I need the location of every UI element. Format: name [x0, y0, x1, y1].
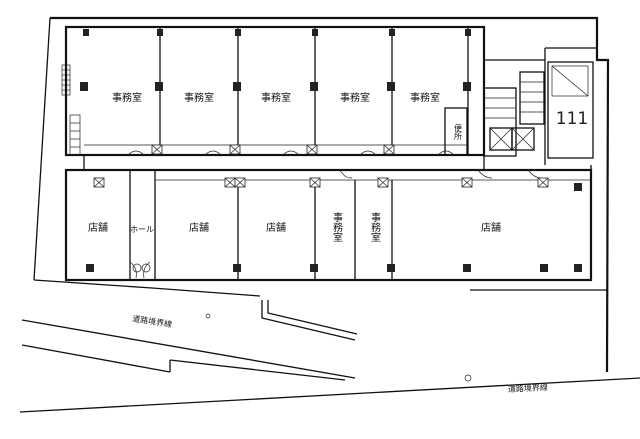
ramp-and-road: [19, 300, 640, 413]
column-x-boxes: [93, 144, 549, 188]
road-boundary-label-1: 道路境界線: [132, 313, 173, 329]
shop-label-4: 店舗: [481, 221, 501, 234]
office-label-7: 事務室: [369, 211, 381, 242]
unit-number: 111: [556, 109, 588, 129]
office-label-1: 事務室: [112, 91, 142, 104]
office-label-4: 事務室: [340, 91, 370, 104]
structural-columns: [80, 29, 582, 272]
shop-label-1: 店舗: [88, 221, 108, 234]
core-area: [444, 61, 594, 159]
office-label-5: 事務室: [410, 91, 440, 104]
toilet-label: 便所: [454, 123, 463, 141]
hall-label: ホール: [130, 225, 154, 234]
office-label-3: 事務室: [261, 91, 291, 104]
office-label-6: 事務室: [331, 211, 343, 242]
doors: [127, 150, 543, 279]
road-boundary-label-2: 道路境界線: [508, 382, 548, 394]
lower-partitions: [129, 170, 591, 280]
office-label-2: 事務室: [184, 91, 214, 104]
left-stair: [61, 64, 81, 156]
building-outline: [33, 16, 610, 373]
shop-label-3: 店舗: [266, 221, 286, 234]
shop-label-2: 店舗: [189, 221, 209, 234]
upper-partitions: [84, 27, 484, 156]
